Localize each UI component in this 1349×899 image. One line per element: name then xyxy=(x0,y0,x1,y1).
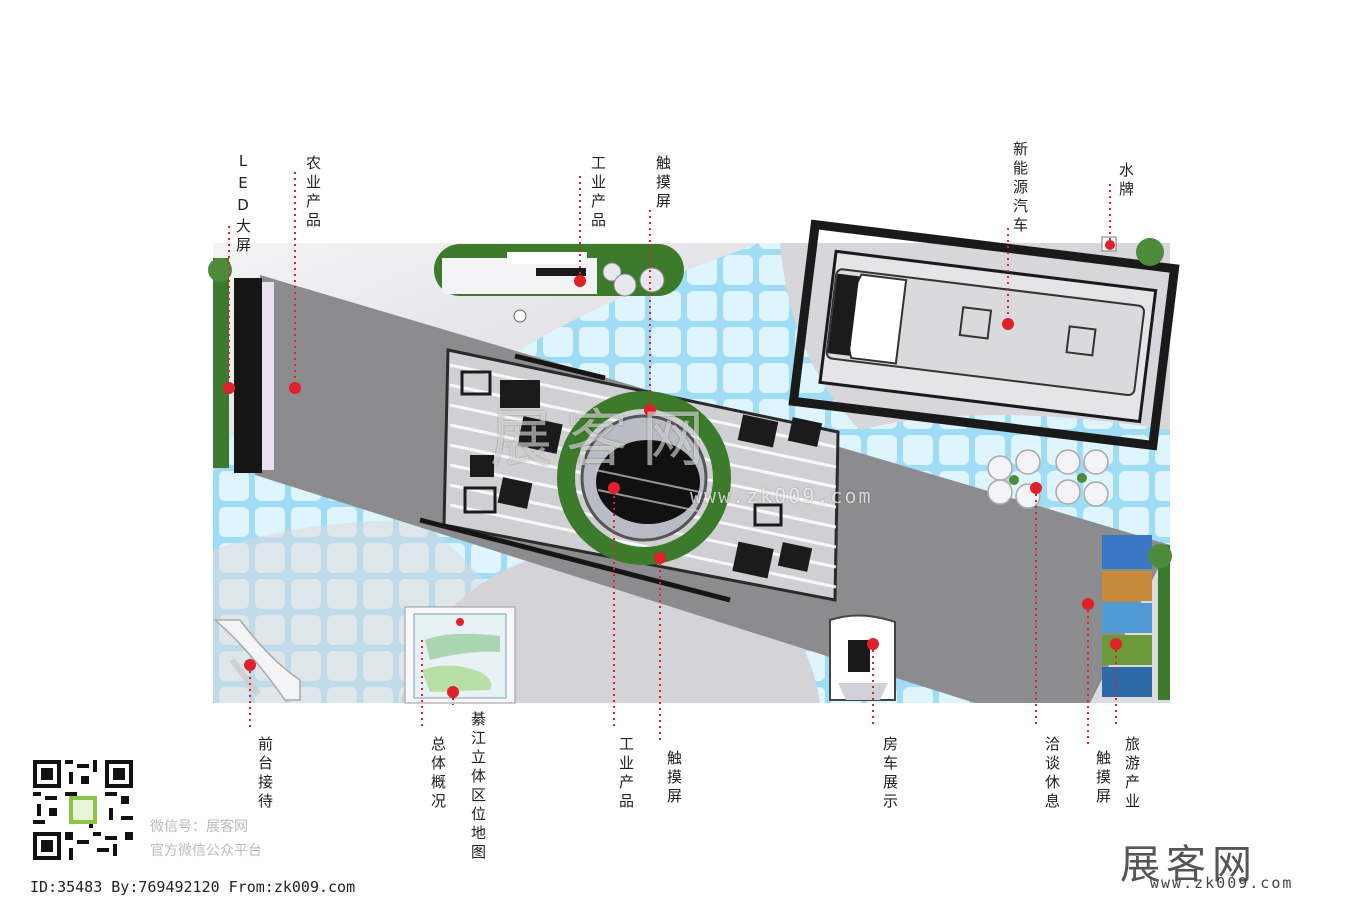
led-screen-glow xyxy=(262,282,274,470)
location-markers xyxy=(223,240,1122,698)
label-touch-screen-top: 触摸屏 xyxy=(654,155,672,212)
marker-rv-display xyxy=(867,638,879,650)
marker-touch-top xyxy=(644,404,656,416)
label-industry-products-top: 工业产品 xyxy=(589,155,607,231)
brand-url: www.zk009.com xyxy=(1150,874,1294,892)
tourism-photos xyxy=(1102,535,1152,697)
green-ring xyxy=(557,391,731,565)
label-touch-screen-right: 触摸屏 xyxy=(1094,750,1112,807)
marker-led-screen xyxy=(223,382,235,394)
top-left-floor-zone xyxy=(213,243,760,470)
marker-new-energy-car xyxy=(1002,318,1014,330)
marker-industry-top xyxy=(574,275,586,287)
label-rv-display: 房车展示 xyxy=(881,736,899,812)
led-screen xyxy=(234,278,262,473)
watermark-logo: 展客网 xyxy=(490,402,719,475)
marker-reception xyxy=(244,659,256,671)
label-water-sign: 水牌 xyxy=(1117,162,1135,200)
qr-code-icon xyxy=(33,760,133,860)
marker-agri-products xyxy=(289,382,301,394)
label-negotiation: 洽谈休息 xyxy=(1043,736,1061,812)
label-touch-screen-bottom: 触摸屏 xyxy=(665,750,683,807)
reception-desk xyxy=(212,619,301,701)
car-platform-frame xyxy=(788,219,1180,451)
watermark-url: www.zk009.com xyxy=(690,484,873,508)
display-sphere xyxy=(602,262,622,282)
new-energy-car xyxy=(825,268,1146,397)
marker-qijiang-map xyxy=(447,686,459,698)
footer-info: ID:35483 By:769492120 From:zk009.com xyxy=(30,878,356,896)
label-new-energy-car: 新能源汽车 xyxy=(1011,141,1029,236)
wechat-id-text: 微信号：展客网 xyxy=(150,819,248,835)
label-tourism: 旅游产业 xyxy=(1123,736,1141,812)
label-qijiang-map: 綦江立体区位地图 xyxy=(469,711,487,863)
label-overview: 总体概况 xyxy=(429,736,447,812)
negotiation-chairs xyxy=(987,449,1109,509)
stage-frames xyxy=(460,370,783,527)
wechat-platform-text: 官方微信公众平台 xyxy=(150,843,262,859)
stage-showcases xyxy=(470,380,823,579)
stage-black-edges xyxy=(419,353,731,603)
label-industry-products-bottom: 工业产品 xyxy=(617,736,635,812)
marker-negotiation xyxy=(1030,482,1042,494)
led-wall-green xyxy=(213,258,229,468)
brand-logo: 展客网 xyxy=(1120,842,1258,888)
leader-lines xyxy=(228,172,1117,744)
label-led-screen: LED大屏 xyxy=(234,152,252,256)
marker-industry-bottom xyxy=(608,482,620,494)
marker-tourism xyxy=(1110,638,1122,650)
label-agri-products: 农业产品 xyxy=(304,155,322,231)
marker-touch-right xyxy=(1082,598,1094,610)
tourism-wall-green xyxy=(1158,545,1170,700)
label-reception: 前台接待 xyxy=(256,736,274,812)
marker-touch-bottom xyxy=(654,552,666,564)
rv-vehicle xyxy=(829,614,896,701)
marker-water-sign xyxy=(1105,240,1115,250)
